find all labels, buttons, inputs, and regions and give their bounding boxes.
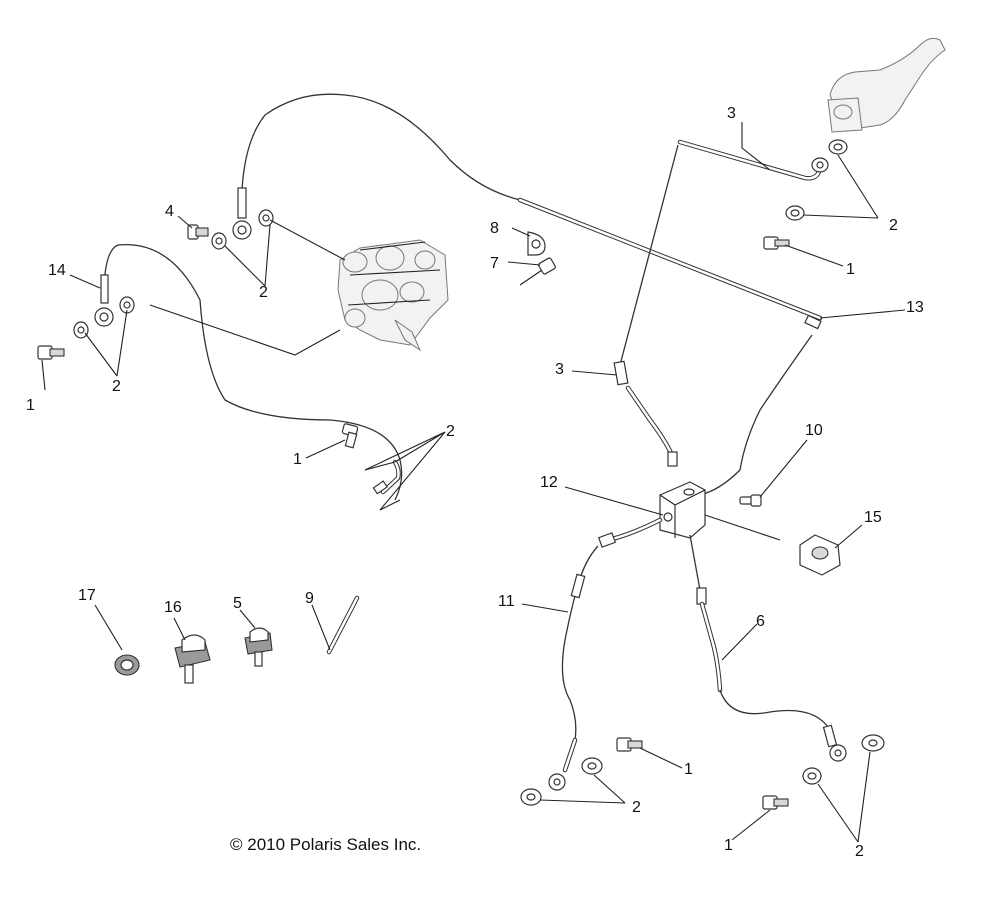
washer-caliper-b (211, 232, 227, 250)
clip-8 (527, 231, 546, 256)
brake-line-13 (241, 93, 823, 496)
callout-15: 15 (864, 509, 882, 526)
bleeder-valve-4 (187, 224, 209, 240)
washer-bottom-right-a (861, 734, 885, 752)
callout-labels: 3 2 1 13 8 7 4 2 14 1 2 1 2 3 10 12 15 1… (26, 105, 924, 860)
callout-9: 9 (305, 590, 314, 607)
callout-12: 12 (540, 474, 558, 491)
washer-bottom-right-b (802, 767, 822, 785)
leader-lines (41, 122, 906, 843)
callout-2-left: 2 (112, 378, 121, 395)
callout-17: 17 (78, 587, 96, 604)
callout-1-bottomright: 1 (724, 837, 733, 854)
banjo-bolt-bottom-right (762, 795, 789, 810)
callout-2-bottomcenter: 2 (632, 799, 641, 816)
clip-16 (174, 634, 211, 684)
callout-13: 13 (906, 299, 924, 316)
callout-3-mid: 3 (555, 361, 564, 378)
callout-11: 11 (498, 593, 515, 610)
callout-1-topright: 1 (846, 261, 855, 278)
banjo-fitting-caliper (232, 187, 252, 240)
brake-caliper (337, 239, 449, 352)
clip-5 (244, 627, 273, 667)
callout-2-bottomright: 2 (855, 843, 864, 860)
brake-line-6 (689, 534, 847, 762)
copyright-notice: © 2010 Polaris Sales Inc. (230, 835, 421, 854)
brake-line-3 (613, 144, 679, 467)
hose-end-mid (364, 459, 401, 511)
grommet-17 (114, 654, 140, 676)
cable-tie-9 (326, 595, 360, 655)
bolt-mid (341, 423, 359, 449)
washer-top-upper (828, 139, 848, 155)
washer-bottom-center-a (581, 757, 603, 775)
banjo-bolt-left (37, 345, 65, 360)
washer-bottom-center-b (520, 788, 542, 806)
callout-2-topright: 2 (889, 217, 898, 234)
washer-caliper-a (258, 209, 274, 227)
callout-7: 7 (490, 255, 499, 272)
callout-6: 6 (756, 613, 765, 630)
washer-left-a (119, 296, 135, 314)
callout-2-caliper: 2 (259, 284, 268, 301)
callout-16: 16 (164, 599, 182, 616)
banjo-fitting-top (677, 139, 829, 181)
callout-2-mid: 2 (446, 423, 455, 440)
bolt-10 (739, 494, 762, 507)
banjo-bolt-bottom-center (616, 737, 643, 752)
callout-1-left: 1 (26, 397, 35, 414)
callout-5: 5 (233, 595, 242, 612)
callout-8: 8 (490, 220, 499, 237)
distribution-block-12 (659, 481, 706, 539)
callout-1-mid: 1 (293, 451, 302, 468)
grommet-15 (799, 534, 841, 576)
callout-10: 10 (805, 422, 823, 439)
brake-line-11 (548, 517, 663, 791)
washer-left-b (73, 321, 89, 339)
callout-14: 14 (48, 262, 66, 279)
rivet-7 (519, 257, 556, 286)
washer-top-lower (785, 205, 805, 221)
callout-4: 4 (165, 203, 174, 220)
banjo-bolt-top (763, 236, 790, 250)
callout-3-top: 3 (727, 105, 736, 122)
callout-1-bottomcenter: 1 (684, 761, 693, 778)
master-cylinder-lever (827, 37, 946, 133)
